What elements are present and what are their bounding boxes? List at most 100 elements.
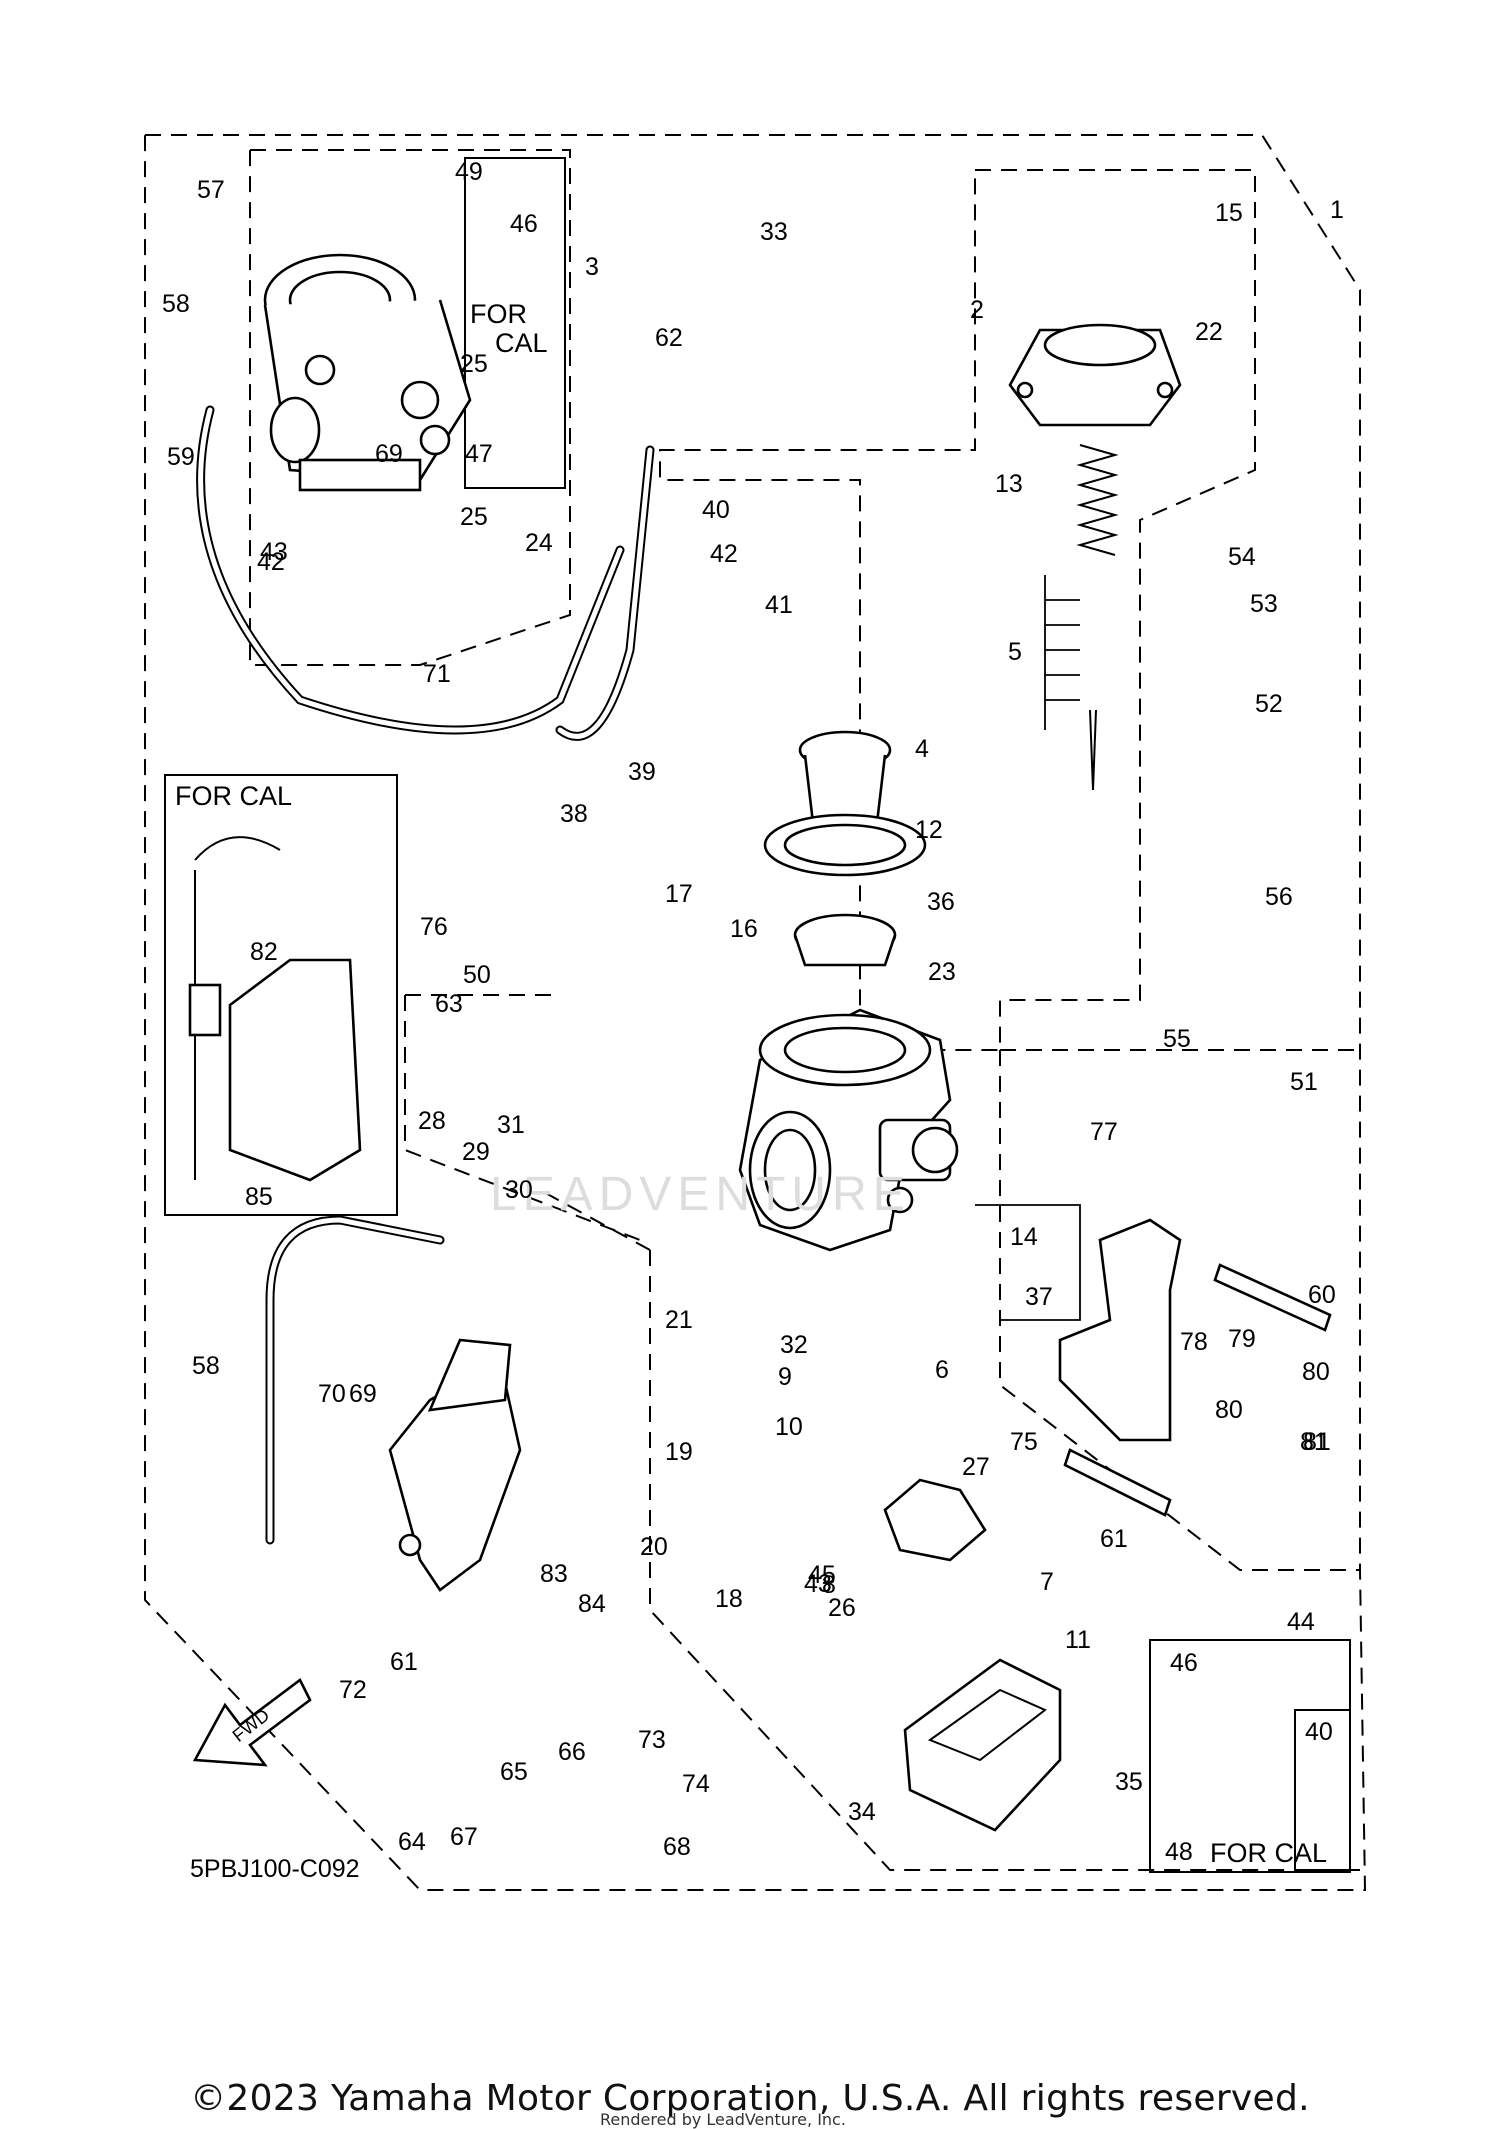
callout-84: 84 [578, 1590, 606, 1618]
assembly-3-boundary [249, 149, 571, 666]
for-cal-box-top [464, 157, 566, 489]
callout-70: 70 [318, 1380, 346, 1408]
bracket-79 [1058, 1218, 1182, 1442]
callout-83: 83 [540, 1560, 568, 1588]
callout-61: 61 [1100, 1525, 1128, 1553]
for-cal-left: FOR CAL [175, 781, 292, 811]
callout-40: 40 [1305, 1718, 1333, 1746]
callout-78: 78 [1180, 1328, 1208, 1356]
callout-73: 73 [638, 1726, 666, 1754]
callout-51: 51 [1290, 1068, 1318, 1096]
callout-labels: 1234567891011121314151617181920212223242… [162, 158, 1344, 1866]
callout-13: 13 [995, 470, 1023, 498]
callout-60: 60 [1308, 1281, 1336, 1309]
callout-58: 58 [162, 290, 190, 318]
callout-24: 24 [525, 529, 553, 557]
bracket-14 [975, 1204, 1081, 1321]
callout-50: 50 [463, 961, 491, 989]
callout-16: 16 [730, 915, 758, 943]
copyright-notice: ©2023 Yamaha Motor Corporation, U.S.A. A… [190, 2078, 1310, 2119]
callout-3: 3 [585, 253, 599, 281]
callout-54: 54 [1228, 543, 1256, 571]
callout-44: 44 [1287, 1608, 1315, 1636]
callout-71: 71 [423, 660, 451, 688]
callout-61: 61 [390, 1648, 418, 1676]
callout-12: 12 [915, 816, 943, 844]
callout-21: 21 [665, 1306, 693, 1334]
lower-boundary [539, 1189, 1360, 1871]
callout-66: 66 [558, 1738, 586, 1766]
callout-79: 79 [1228, 1325, 1256, 1353]
callout-37: 37 [1025, 1283, 1053, 1311]
watermark: LEADVENTURE [490, 1168, 911, 1221]
callout-9: 9 [778, 1363, 792, 1391]
idle-region-boundary [404, 994, 641, 1241]
callout-26: 26 [828, 1594, 856, 1622]
float [883, 1478, 987, 1562]
callout-2: 2 [970, 296, 984, 324]
for-cal-bottom: FOR CAL [1210, 1838, 1327, 1868]
callout-55: 55 [1163, 1025, 1191, 1053]
for-cal-top-line1: FOR [470, 299, 527, 329]
callout-22: 22 [1195, 318, 1223, 346]
callout-52: 52 [1255, 690, 1283, 718]
throttle-lever [388, 1338, 522, 1592]
callout-58: 58 [192, 1352, 220, 1380]
callout-25: 25 [460, 503, 488, 531]
callout-72: 72 [339, 1676, 367, 1704]
callout-29: 29 [462, 1138, 490, 1166]
callout-34: 34 [848, 1798, 876, 1826]
for-cal-box-bottom-inner [1294, 1709, 1351, 1871]
callout-80: 80 [1302, 1358, 1330, 1386]
callout-67: 67 [450, 1823, 478, 1851]
bolts-61 [1063, 1263, 1332, 1517]
callout-28: 28 [418, 1107, 446, 1135]
callout-17: 17 [665, 880, 693, 908]
callout-56: 56 [1265, 883, 1293, 911]
callout-32: 32 [780, 1331, 808, 1359]
jet-needle [1089, 709, 1097, 791]
callout-62: 62 [655, 324, 683, 352]
callout-75: 75 [1010, 1428, 1038, 1456]
callout-68: 68 [663, 1833, 691, 1861]
callout-8: 8 [822, 1571, 836, 1599]
callout-15: 15 [1215, 199, 1243, 227]
callout-38: 38 [560, 800, 588, 828]
callout-31: 31 [497, 1111, 525, 1139]
callout-36: 36 [927, 888, 955, 916]
callout-41: 41 [765, 591, 793, 619]
callout-6: 6 [935, 1356, 949, 1384]
callout-85: 85 [245, 1183, 273, 1211]
callout-77: 77 [1090, 1118, 1118, 1146]
for-cal-inset-linkage [188, 836, 362, 1182]
piston-diaphragm [763, 730, 927, 967]
callout-39: 39 [628, 758, 656, 786]
callout-42: 42 [257, 548, 285, 576]
callout-48: 48 [1165, 1838, 1193, 1866]
callout-57: 57 [197, 176, 225, 204]
spring-13 [1076, 444, 1119, 556]
callout-63: 63 [435, 990, 463, 1018]
for-cal-top-line2: CAL [495, 328, 548, 358]
callout-47: 47 [465, 440, 493, 468]
callout-46: 46 [510, 210, 538, 238]
top-cover [1008, 323, 1182, 427]
callout-49: 49 [455, 158, 483, 186]
float-bowl [903, 1658, 1062, 1832]
callout-53: 53 [1250, 590, 1278, 618]
callout-33: 33 [760, 218, 788, 246]
carburetor-assembly-3 [263, 253, 472, 492]
callout-43: 43 [260, 538, 288, 566]
callout-40: 40 [702, 496, 730, 524]
callout-65: 65 [500, 1758, 528, 1786]
for-cal-inset-frame [164, 774, 398, 1216]
callout-11: 11 [1065, 1626, 1091, 1654]
callout-81: 81 [1300, 1428, 1328, 1456]
callout-43: 43 [804, 1570, 832, 1598]
callout-7: 7 [1040, 1568, 1054, 1596]
callout-19: 19 [665, 1438, 693, 1466]
callout-76: 76 [420, 913, 448, 941]
callout-82: 82 [250, 938, 278, 966]
callout-64: 64 [398, 1828, 426, 1856]
